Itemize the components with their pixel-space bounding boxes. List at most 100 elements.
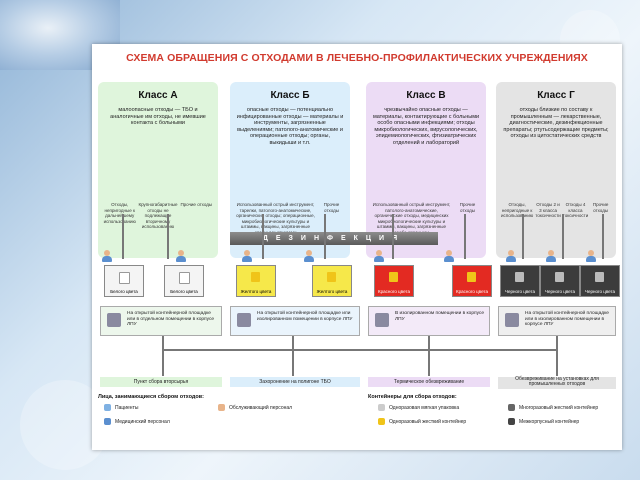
scheme-title: СХЕМА ОБРАЩЕНИЯ С ОТХОДАМИ В ЛЕЧЕБНО-ПРО… — [126, 52, 588, 64]
final-thermal: Термическое обезвреживание — [368, 377, 490, 387]
connector-line — [562, 214, 564, 259]
legend-containers-title: Контейнеры для сбора отходов: — [368, 394, 457, 400]
class-v-box: Класс В чрезвычайно опасные отходы — мат… — [366, 82, 486, 258]
legend-patients: Пациенты — [104, 404, 138, 412]
final-recycling: Пункт сбора вторсырья — [100, 377, 222, 387]
legend-staff: Обслуживающий персонал — [218, 404, 292, 412]
medical-staff-icon — [506, 250, 516, 262]
dumpster-icon — [237, 313, 251, 327]
container-icon — [555, 272, 564, 282]
medical-staff-icon — [444, 250, 454, 262]
connector-line — [602, 214, 604, 259]
legend-wheeled: Межкорпусный контейнер — [508, 418, 579, 426]
waste-bin: Желтого цвета — [312, 265, 352, 297]
class-g-box: Класс Г отходы близкие по составу к пром… — [496, 82, 616, 258]
class-b-desc: опасные отходы — потенциально инфицирова… — [236, 107, 344, 146]
legend-persons-title: Лица, занимающиеся сбором отходов: — [98, 394, 204, 400]
wheeled-container-icon — [508, 418, 515, 425]
storage-text: В изолированном помещении в корпусе ЛПУ — [395, 311, 485, 322]
medical-staff-icon — [102, 250, 112, 262]
disinfection-bar: ДЕЗИНФЕКЦИЯ — [230, 232, 438, 245]
connector-line — [428, 336, 430, 376]
connector-line — [122, 214, 124, 259]
connector-line — [162, 336, 164, 376]
bag-icon — [389, 272, 398, 282]
patient-icon — [104, 404, 111, 411]
class-g-sub: Отходы 4 класса токсичности — [562, 202, 589, 218]
class-a-desc: малоопасные отходы — ТБО и аналогичные и… — [110, 107, 206, 126]
dumpster-icon — [375, 313, 389, 327]
waste-bin: Черного цвета — [580, 265, 620, 297]
container-icon — [378, 418, 385, 425]
storage-box-v: В изолированном помещении в корпусе ЛПУ — [368, 306, 490, 336]
connector-line — [162, 349, 556, 351]
waste-bin: Белого цвета — [104, 265, 144, 297]
connector-line — [522, 214, 524, 259]
waste-bin: Красного цвета — [374, 265, 414, 297]
class-v-title: Класс В — [406, 90, 446, 101]
bag-icon — [251, 272, 260, 282]
class-a-title: Класс А — [138, 90, 178, 101]
class-a-sub: Прочие отходы — [180, 202, 213, 207]
container-icon — [467, 272, 476, 282]
bin-label: Белого цвета — [170, 289, 198, 294]
legend-medical: Медицинский персонал — [104, 418, 170, 426]
waste-bin: Желтого цвета — [236, 265, 276, 297]
bag-icon — [179, 272, 190, 284]
connector-line — [392, 214, 394, 259]
legend-soft-pack: Одноразовая мягкая упаковка — [378, 404, 459, 412]
final-landfill: Захоронение на полигоне ТБО — [230, 377, 360, 387]
class-a-sub: Отходы, непригодные к дальнейшему исполь… — [103, 202, 136, 224]
bin-label: Красного цвета — [456, 289, 488, 294]
bin-label: Черного цвета — [584, 289, 616, 294]
class-a-sub: Крупногабаритные отходы не подлежащие вт… — [138, 202, 178, 229]
doctor-icon — [104, 418, 111, 425]
reusable-container-icon — [508, 404, 515, 411]
class-b-title: Класс Б — [270, 90, 310, 101]
waste-bin: Черного цвета — [540, 265, 580, 297]
waste-bin: Черного цвета — [500, 265, 540, 297]
class-g-title: Класс Г — [537, 90, 575, 101]
storage-box-a: На открытой контейнерной площадке или в … — [100, 306, 222, 336]
waste-scheme-sheet: СХЕМА ОБРАЩЕНИЯ С ОТХОДАМИ В ЛЕЧЕБНО-ПРО… — [92, 44, 622, 450]
final-industrial: Обезвреживание на установках для промышл… — [498, 377, 616, 389]
medical-staff-icon — [586, 250, 596, 262]
class-g-sub: Отходы, непригодные к использованию — [501, 202, 534, 218]
class-b-subtypes: Использованный острый инструмент, тарелк… — [234, 202, 346, 235]
bag-icon — [378, 404, 385, 411]
storage-text: На открытой контейнерной площадке или в … — [525, 311, 609, 327]
class-b-sub: Прочие отходы — [323, 202, 340, 213]
connector-line — [167, 214, 169, 259]
bag-icon — [119, 272, 130, 284]
storage-text: На открытой контейнерной площадке или в … — [127, 311, 215, 327]
class-b-sub: Использованный острый инструмент, тарелк… — [236, 202, 315, 235]
class-v-sub: Прочие отходы — [459, 202, 476, 213]
class-a-subtypes: Отходы, непригодные к дальнейшему исполь… — [102, 202, 214, 230]
container-icon — [327, 272, 336, 282]
medical-staff-icon — [304, 250, 314, 262]
legend-hard-container: Одноразовый жесткий контейнер — [378, 418, 466, 426]
connector-line — [292, 336, 294, 376]
bin-label: Желтого цвета — [240, 289, 272, 294]
connector-line — [262, 214, 264, 259]
class-v-sub: Использованный острый инструмент, патоло… — [372, 202, 451, 235]
waste-bin: Красного цвета — [452, 265, 492, 297]
class-g-sub: Отходы 2 и 3 класса токсичности — [535, 202, 561, 218]
storage-text: На открытой контейнерной площадке или из… — [257, 311, 353, 322]
medical-staff-icon — [374, 250, 384, 262]
dumpster-icon — [505, 313, 519, 327]
dumpster-icon — [107, 313, 121, 327]
container-icon — [595, 272, 604, 282]
bin-label: Черного цвета — [544, 289, 576, 294]
legend: Лица, занимающиеся сбором отходов: Пацие… — [98, 394, 616, 446]
bin-label: Желтого цвета — [316, 289, 348, 294]
bin-label: Черного цвета — [504, 289, 536, 294]
class-g-subtypes: Отходы, непригодные к использованию Отхо… — [500, 202, 612, 219]
medical-staff-icon — [242, 250, 252, 262]
connector-line — [464, 214, 466, 259]
staff-icon — [218, 404, 225, 411]
class-g-sub: Прочие отходы — [592, 202, 609, 213]
legend-reusable: Многоразовый жесткий контейнер — [508, 404, 598, 412]
class-a-box: Класс А малоопасные отходы — ТБО и анало… — [98, 82, 218, 258]
class-g-desc: отходы близкие по составу к промышленным… — [503, 107, 609, 139]
